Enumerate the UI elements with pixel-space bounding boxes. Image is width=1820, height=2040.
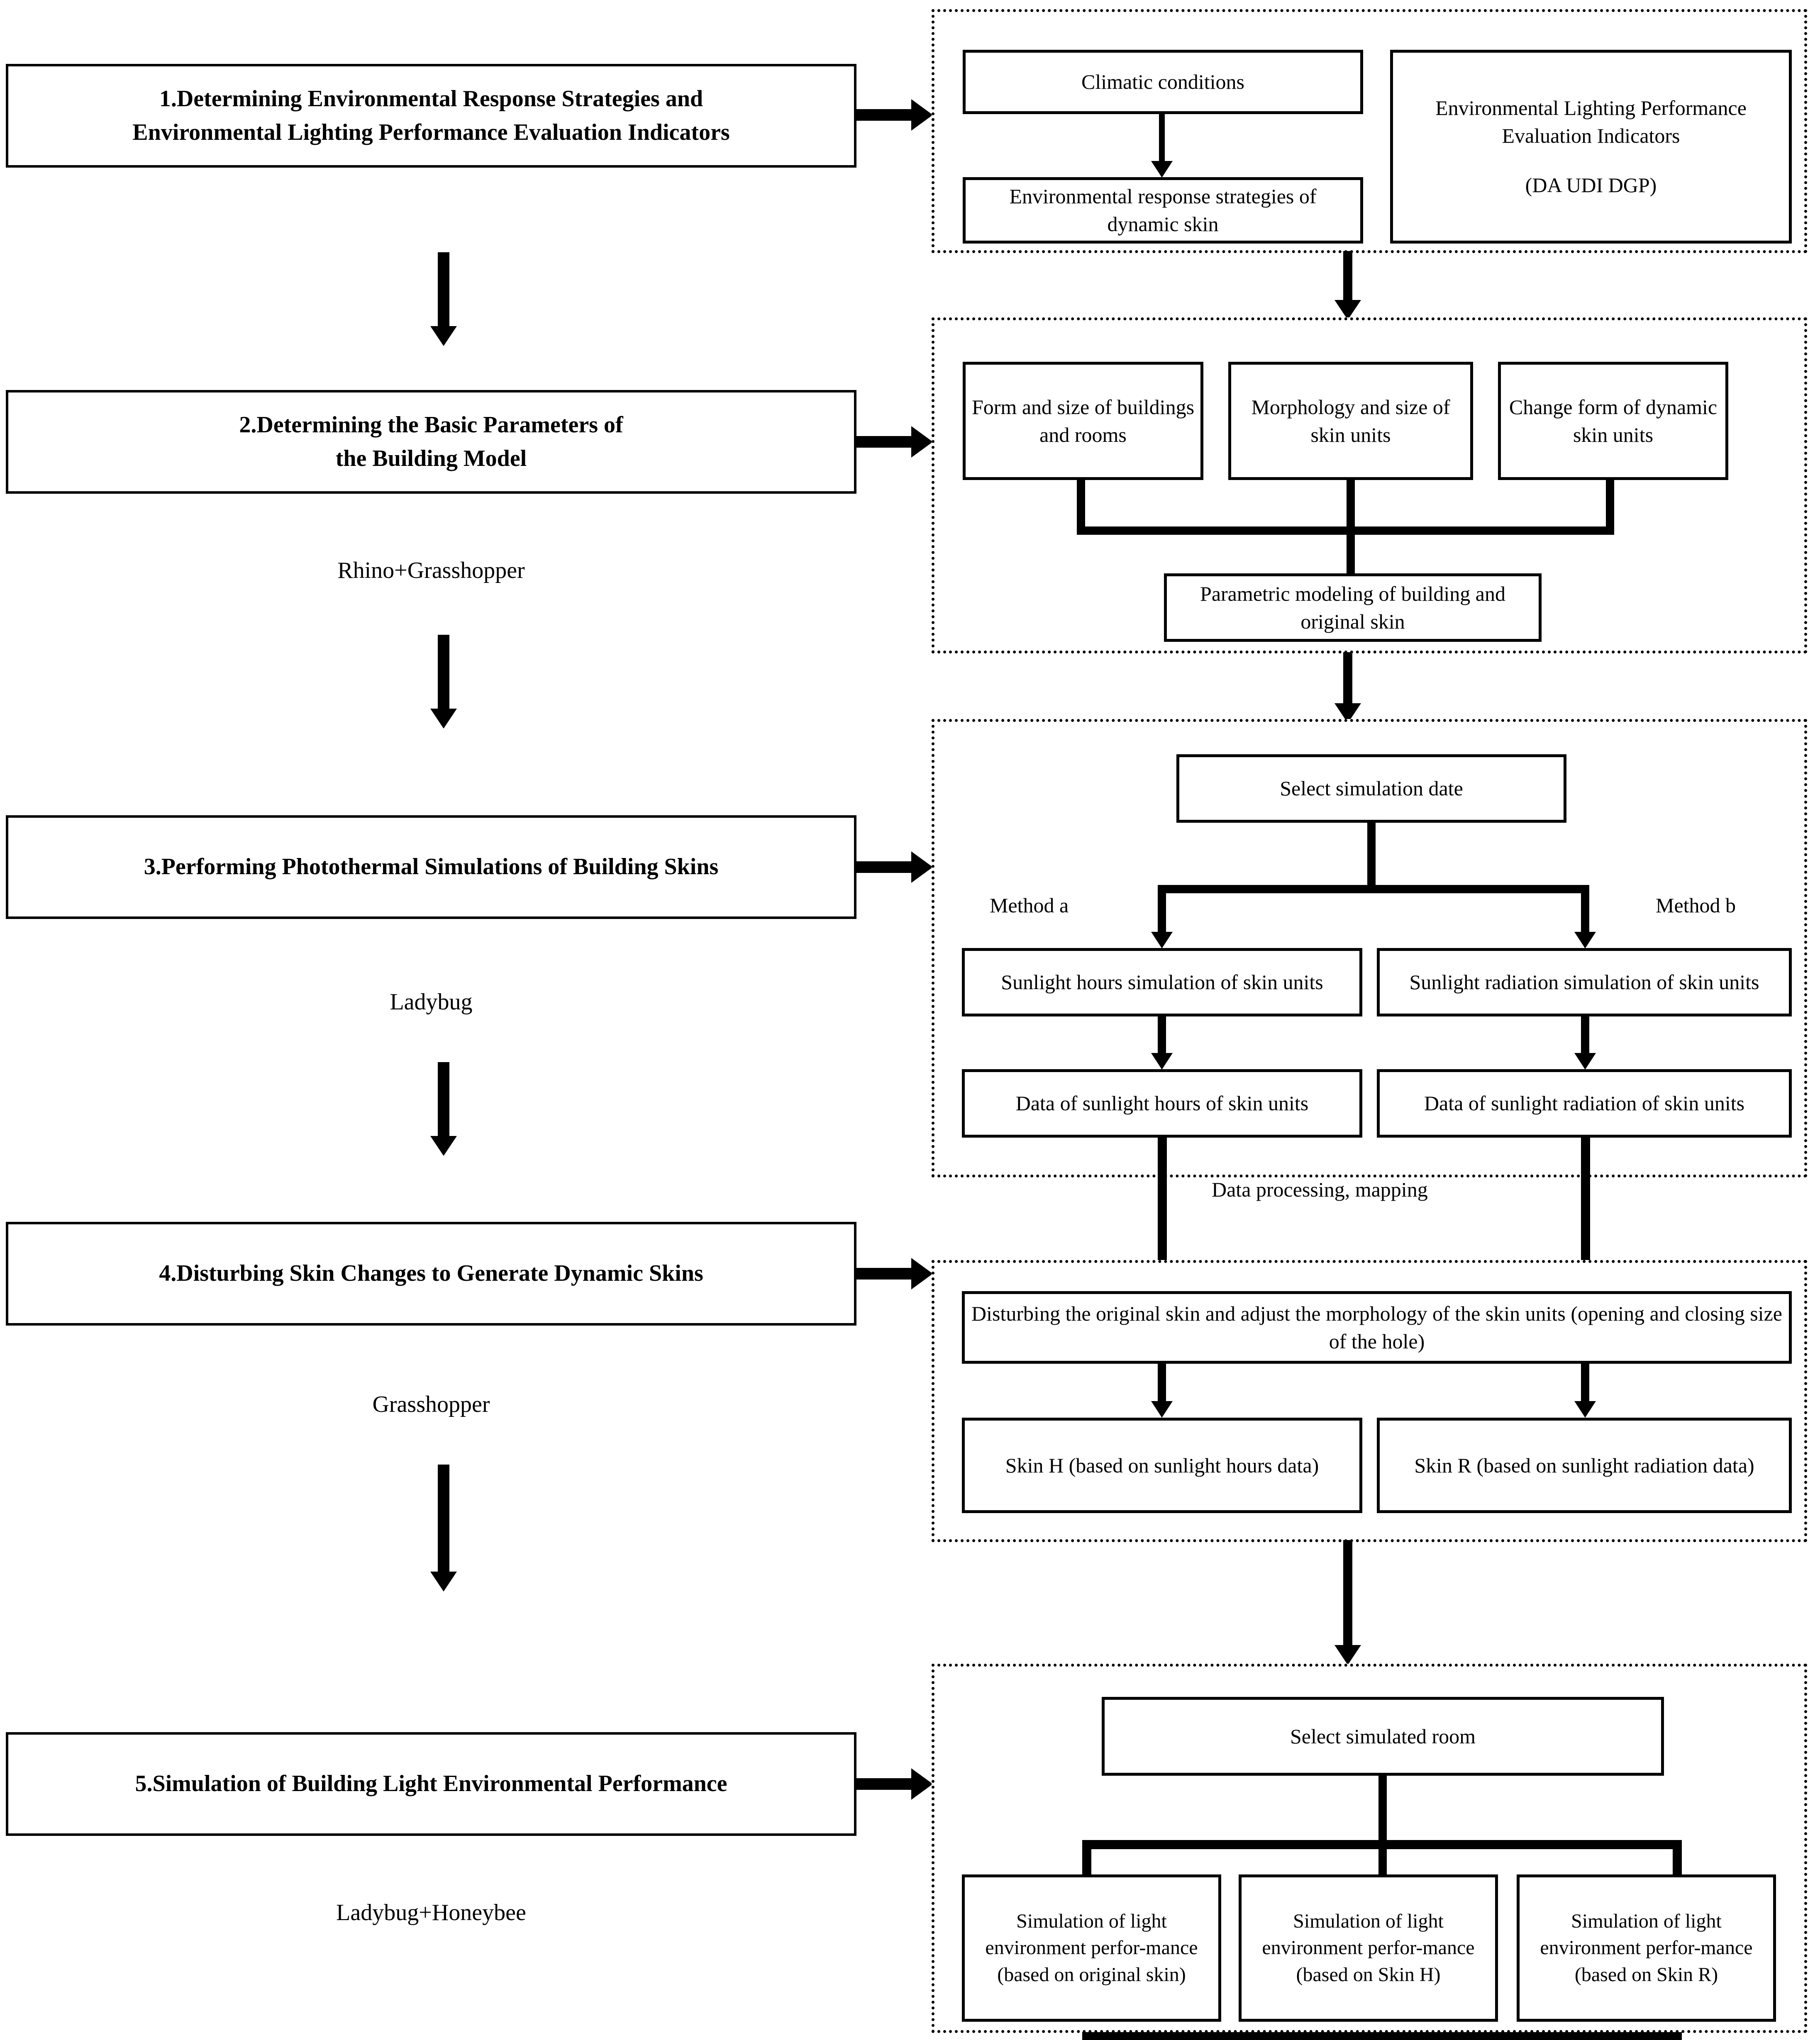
step-2-to-3-arrowhead (430, 709, 457, 729)
sim-radiation-to-data-line (1581, 1016, 1589, 1054)
date-split-stem (1367, 823, 1376, 889)
sim-skin-h-box[interactable]: Simulation of light environment perfor-m… (1239, 1874, 1498, 2022)
step-4-text: 4.Disturbing Skin Changes to Generate Dy… (159, 1257, 703, 1290)
change-form-dynamic-box[interactable]: Change form of dynamic skin units (1498, 362, 1728, 480)
step-2-to-stage-2-arrowhead (911, 426, 933, 458)
room-split-right (1673, 1840, 1682, 1877)
sim-hours-to-data-line (1158, 1016, 1166, 1054)
lighting-indicators-title: Environmental Lighting Performance Evalu… (1435, 96, 1747, 147)
stage-4-to-5-connector (1343, 1540, 1352, 1646)
sim-skin-r-box[interactable]: Simulation of light environment perfor-m… (1517, 1874, 1776, 2022)
tool-label-grasshopper: Grasshopper (372, 1392, 490, 1417)
step-3-line-1: 3.Performing Photothermal Simulations of… (144, 854, 719, 880)
step-2-to-stage-2-line (856, 436, 915, 448)
step-box-3[interactable]: 3.Performing Photothermal Simulations of… (6, 815, 856, 919)
select-simulated-room-box[interactable]: Select simulated room (1102, 1697, 1664, 1776)
step-4-to-stage-4-arrowhead (911, 1258, 933, 1289)
tool-label-ladybug-honeybee: Ladybug+Honeybee (336, 1900, 526, 1925)
data-processing-mapping-label: Data processing, mapping (1212, 1178, 1428, 1201)
data-sunlight-radiation-box[interactable]: Data of sunlight radiation of skin units (1377, 1069, 1792, 1138)
step-3-to-4-arrowhead (430, 1136, 457, 1156)
data-hours-to-stage4-line (1158, 1138, 1167, 1270)
room-split-left (1082, 1840, 1091, 1877)
room-split-center (1378, 1840, 1387, 1877)
step-2-line-2: the Building Model (335, 446, 527, 471)
method-b-label: Method b (1656, 894, 1736, 917)
climatic-to-strategies-line (1159, 114, 1165, 162)
step-3-to-4-connector (438, 1062, 449, 1137)
step-3-to-stage-3-line (856, 861, 915, 873)
step-3-to-stage-3-arrowhead (911, 851, 933, 883)
step-1-to-stage-1-arrowhead (911, 99, 933, 131)
step-box-4[interactable]: 4.Disturbing Skin Changes to Generate Dy… (6, 1222, 856, 1326)
stage-1-to-2-arrowhead (1335, 300, 1361, 320)
sim-hours-to-data-arrowhead (1151, 1053, 1173, 1070)
sim-merge-bus (1082, 2032, 1682, 2040)
step-box-5[interactable]: 5.Simulation of Building Light Environme… (6, 1732, 856, 1836)
stage-2-to-3-connector (1343, 652, 1352, 704)
merge-drop-right (1606, 480, 1614, 531)
date-split-left (1158, 885, 1166, 933)
step-5-text: 5.Simulation of Building Light Environme… (135, 1767, 727, 1801)
merge-bus (1077, 526, 1614, 535)
room-split-stem (1378, 1776, 1387, 1844)
lighting-indicators-box[interactable]: Environmental Lighting Performance Evalu… (1390, 50, 1792, 244)
morphology-skin-units-box[interactable]: Morphology and size of skin units (1228, 362, 1473, 480)
step-4-to-stage-4-line (856, 1268, 915, 1280)
select-simulation-date-box[interactable]: Select simulation date (1176, 754, 1566, 823)
form-size-buildings-box[interactable]: Form and size of buildings and rooms (963, 362, 1203, 480)
step-box-2[interactable]: 2.Determining the Basic Parameters of th… (6, 390, 856, 494)
skin-h-box[interactable]: Skin H (based on sunlight hours data) (962, 1418, 1362, 1513)
parametric-modeling-box[interactable]: Parametric modeling of building and orig… (1164, 573, 1542, 642)
tool-label-rhino-grasshopper: Rhino+Grasshopper (337, 558, 525, 583)
step-1-text: 1.Determining Environmental Response Str… (132, 82, 729, 149)
step-4-to-5-connector (438, 1465, 449, 1572)
step-2-line-1: 2.Determining the Basic Parameters of (239, 412, 623, 438)
step-4-to-5-arrowhead (430, 1572, 457, 1592)
step-1-line-2: Environmental Lighting Performance Evalu… (132, 119, 730, 145)
method-a-label: Method a (990, 894, 1069, 917)
merge-drop-center (1347, 480, 1355, 531)
merge-to-parametric-line (1347, 526, 1355, 574)
climatic-conditions-box[interactable]: Climatic conditions (963, 50, 1363, 114)
date-split-right (1581, 885, 1589, 933)
step-1-to-2-connector (438, 252, 449, 327)
disturbing-original-skin-box[interactable]: Disturbing the original skin and adjust … (962, 1291, 1792, 1364)
stage-4-to-5-arrowhead (1335, 1645, 1361, 1665)
data-radiation-to-stage4-line (1581, 1138, 1590, 1270)
sunlight-radiation-simulation-box[interactable]: Sunlight radiation simulation of skin un… (1377, 948, 1792, 1016)
step-box-1[interactable]: 1.Determining Environmental Response Str… (6, 64, 856, 168)
sim-radiation-to-data-arrowhead (1574, 1053, 1596, 1070)
data-sunlight-hours-box[interactable]: Data of sunlight hours of skin units (962, 1069, 1362, 1138)
step-3-text: 3.Performing Photothermal Simulations of… (144, 850, 719, 884)
step-5-to-stage-5-arrowhead (911, 1768, 933, 1800)
method-a-arrowhead (1151, 932, 1173, 948)
step-1-to-stage-1-line (856, 109, 915, 121)
disturb-to-skin-r-line (1581, 1364, 1589, 1402)
response-strategies-box[interactable]: Environmental response strategies of dyn… (963, 177, 1363, 244)
date-split-bus (1158, 885, 1589, 893)
tool-label-ladybug: Ladybug (390, 989, 473, 1015)
step-5-line-1: 5.Simulation of Building Light Environme… (135, 1771, 727, 1797)
climatic-to-strategies-arrowhead (1151, 161, 1173, 178)
step-1-line-1: 1.Determining Environmental Response Str… (159, 85, 703, 112)
lighting-indicators-list: (DA UDI DGP) (1525, 173, 1657, 197)
step-2-to-3-connector (438, 635, 449, 709)
step-5-to-stage-5-line (856, 1778, 915, 1790)
step-2-text: 2.Determining the Basic Parameters of th… (239, 408, 623, 475)
disturb-to-skin-h-arrowhead (1151, 1401, 1173, 1418)
sunlight-hours-simulation-box[interactable]: Sunlight hours simulation of skin units (962, 948, 1362, 1016)
method-b-arrowhead (1574, 932, 1596, 948)
disturb-to-skin-h-line (1158, 1364, 1166, 1402)
skin-r-box[interactable]: Skin R (based on sunlight radiation data… (1377, 1418, 1792, 1513)
sim-original-skin-box[interactable]: Simulation of light environment perfor-m… (962, 1874, 1221, 2022)
merge-drop-left (1077, 480, 1085, 531)
step-4-line-1: 4.Disturbing Skin Changes to Generate Dy… (159, 1260, 703, 1287)
step-1-to-2-arrowhead (430, 326, 457, 346)
disturb-to-skin-r-arrowhead (1574, 1401, 1596, 1418)
stage-1-to-2-connector (1343, 251, 1352, 301)
